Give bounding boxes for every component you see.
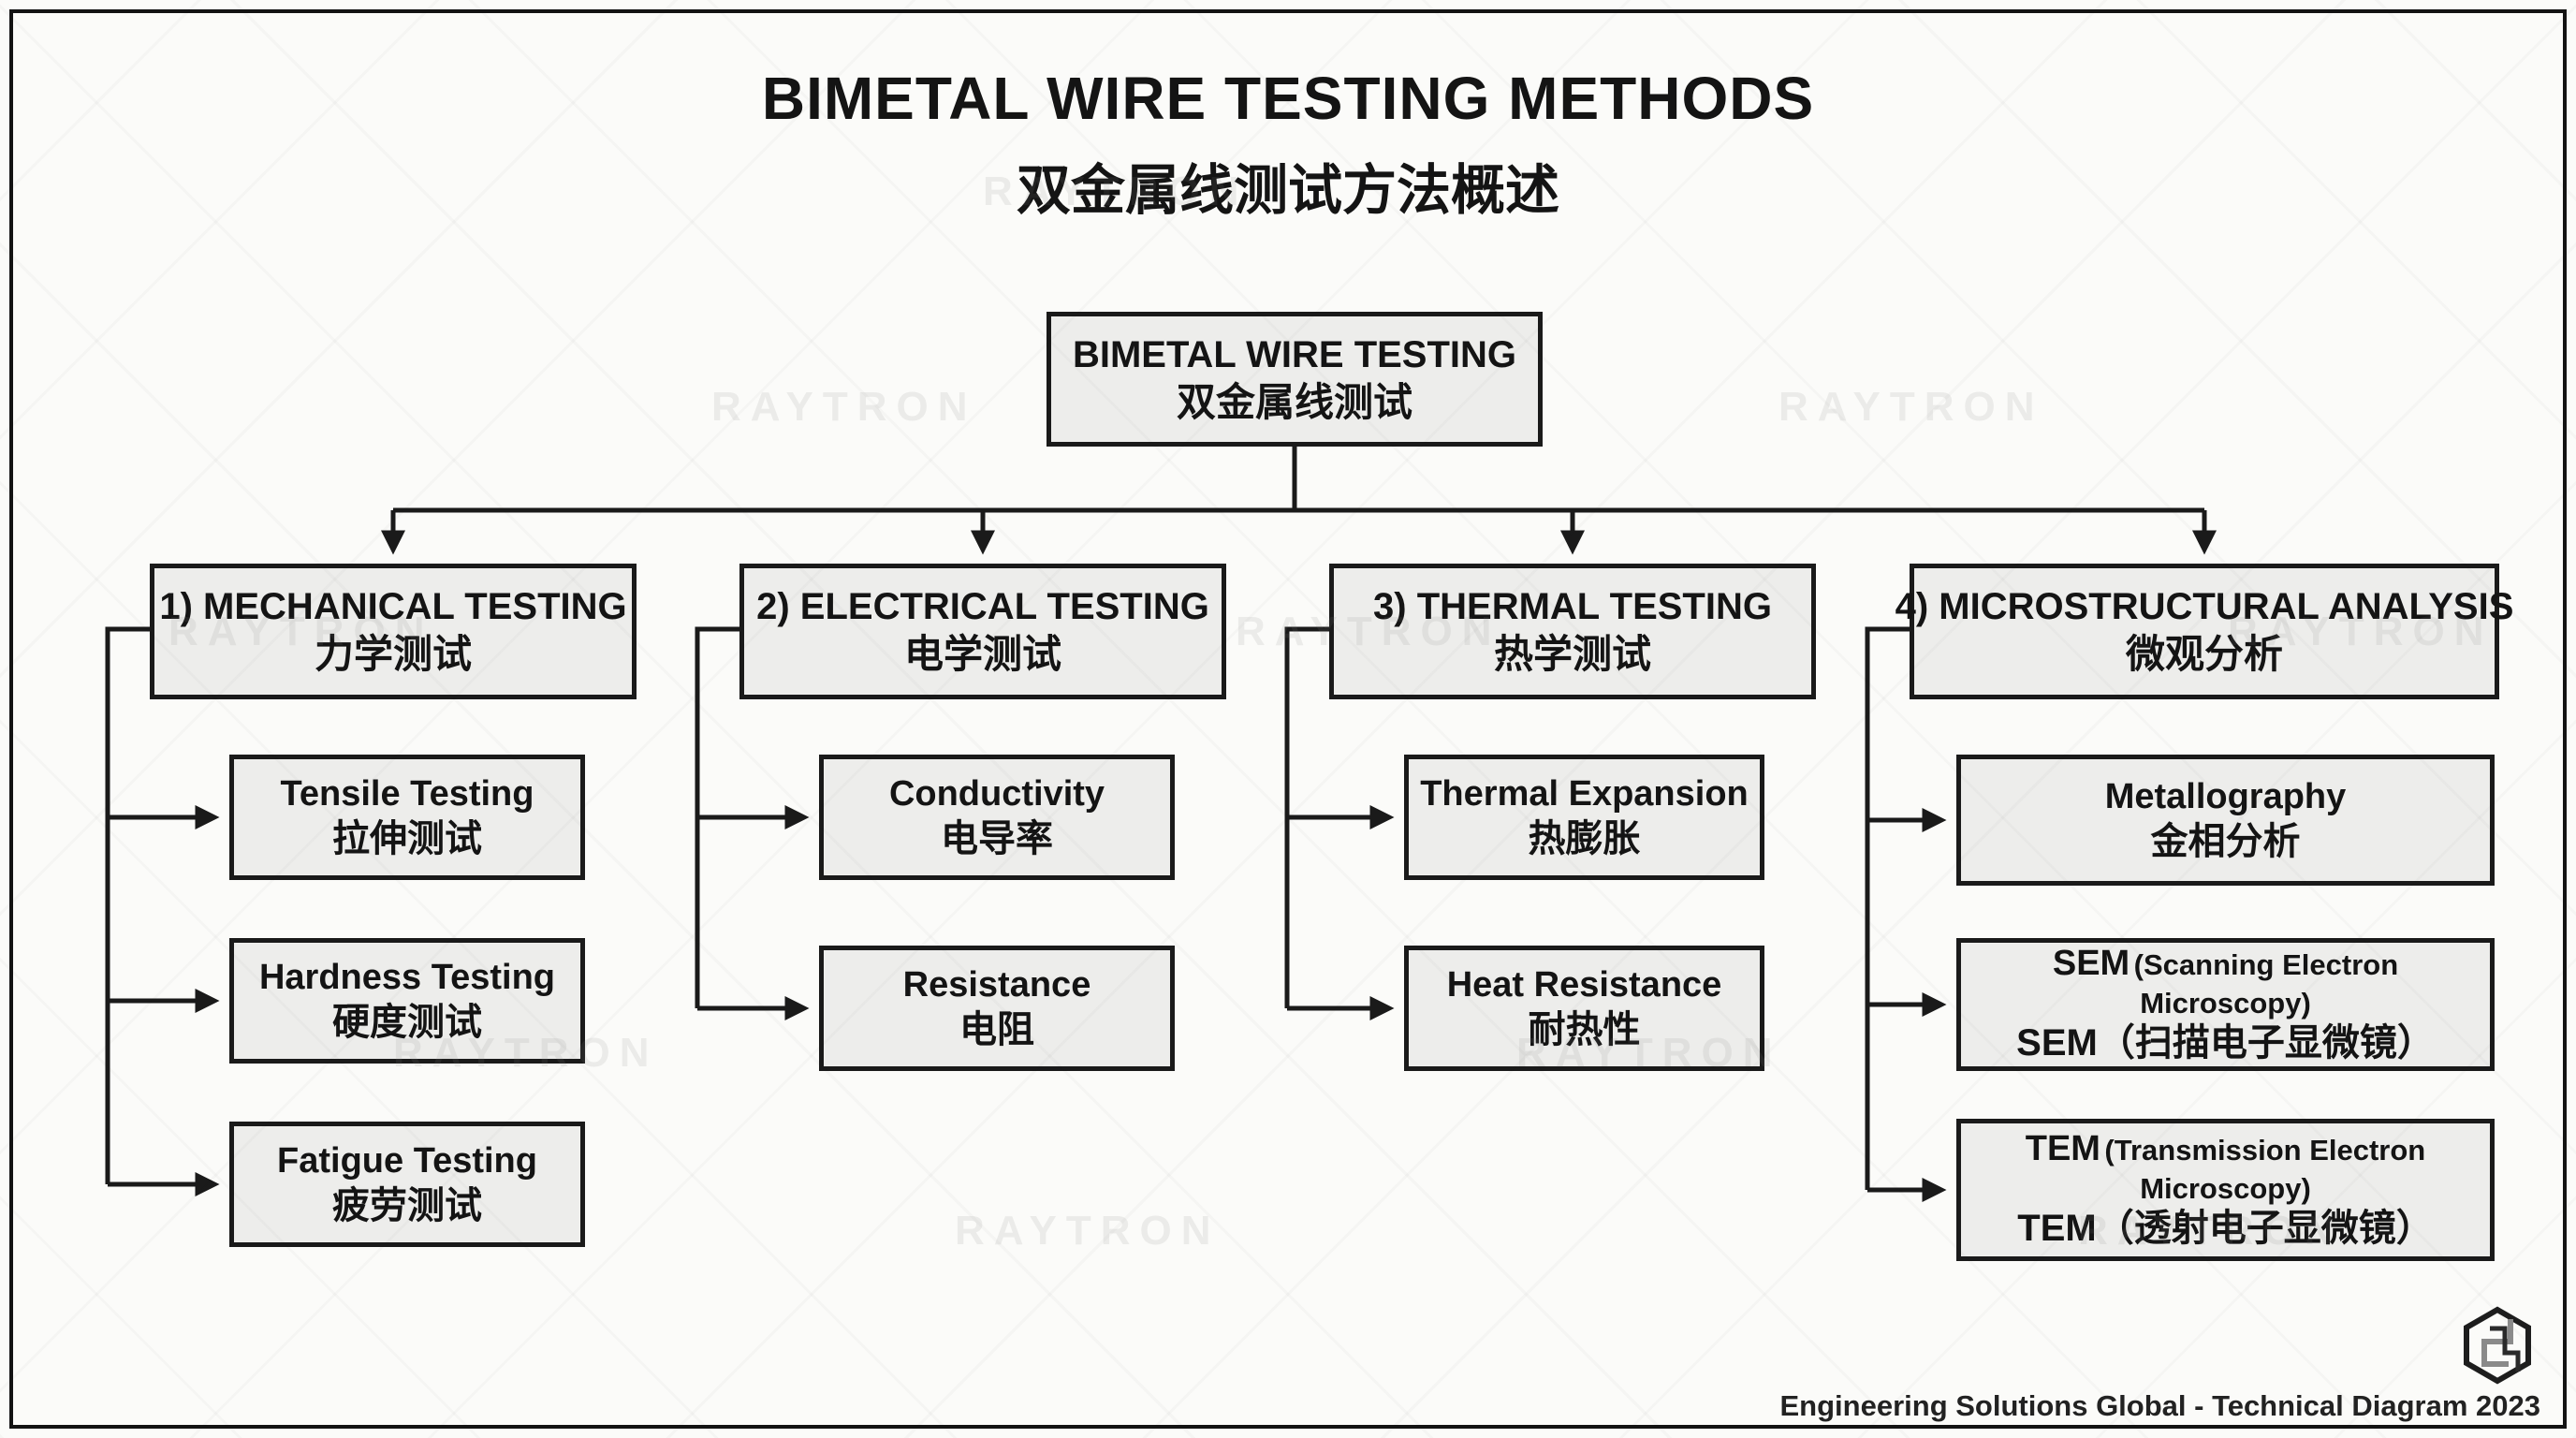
leaf-sem-en-paren: (Scanning Electron Microscopy) <box>2133 948 2399 1020</box>
leaf-heat-resistance-zh: 耐热性 <box>1528 1008 1641 1050</box>
leaf-tem-zh: TEM（透射电子显微镜） <box>2017 1207 2434 1249</box>
leaf-sem-en-main: SEM <box>2052 944 2130 984</box>
leaf-conductivity-zh: 电导率 <box>941 817 1053 859</box>
leaf-tensile-testing-en: Tensile Testing <box>280 774 534 814</box>
leaf-sem-en: SEM (Scanning Electron Microscopy) <box>1970 943 2481 1020</box>
leaf-metallography: Metallography 金相分析 <box>1956 755 2495 886</box>
leaf-tensile-testing: Tensile Testing 拉伸测试 <box>229 755 585 880</box>
leaf-thermal-expansion: Thermal Expansion 热膨胀 <box>1404 755 1764 880</box>
leaf-sem: SEM (Scanning Electron Microscopy) SEM（扫… <box>1956 938 2495 1071</box>
branch-header-mechanical-en: 1) MECHANICAL TESTING <box>159 586 627 628</box>
leaf-fatigue-testing: Fatigue Testing 疲劳测试 <box>229 1122 585 1247</box>
leaf-tensile-testing-zh: 拉伸测试 <box>332 817 482 859</box>
leaf-tem-en-main: TEM <box>2025 1129 2100 1169</box>
leaf-sem-zh: SEM（扫描电子显微镜） <box>2016 1022 2435 1064</box>
branch-header-electrical-en: 2) ELECTRICAL TESTING <box>756 586 1209 628</box>
leaf-metallography-en: Metallography <box>2104 777 2347 817</box>
leaf-thermal-expansion-zh: 热膨胀 <box>1528 817 1641 859</box>
leaf-resistance-en: Resistance <box>902 965 1091 1005</box>
root-node: BIMETAL WIRE TESTING 双金属线测试 <box>1046 312 1543 447</box>
leaf-hardness-testing: Hardness Testing 硬度测试 <box>229 938 585 1064</box>
branch-header-thermal-zh: 热学测试 <box>1493 632 1651 677</box>
leaf-hardness-testing-en: Hardness Testing <box>258 958 556 998</box>
branch-header-electrical-zh: 电学测试 <box>903 632 1061 677</box>
leaf-tem-en: TEM (Transmission Electron Microscopy) <box>1970 1128 2481 1206</box>
leaf-fatigue-testing-en: Fatigue Testing <box>277 1141 537 1181</box>
leaf-conductivity-en: Conductivity <box>888 774 1105 814</box>
branch-header-microstructural-en: 4) MICROSTRUCTURAL ANALYSIS <box>1895 586 2514 628</box>
leaf-tem: TEM (Transmission Electron Microscopy) T… <box>1956 1119 2495 1261</box>
branch-header-microstructural-zh: 微观分析 <box>2125 632 2283 677</box>
leaf-resistance-zh: 电阻 <box>959 1008 1034 1050</box>
branch-header-thermal: 3) THERMAL TESTING 热学测试 <box>1329 564 1816 699</box>
leaf-thermal-expansion-en: Thermal Expansion <box>1420 774 1749 814</box>
footer-credit: Engineering Solutions Global - Technical… <box>1779 1389 2541 1422</box>
branch-header-thermal-en: 3) THERMAL TESTING <box>1373 586 1772 628</box>
branch-header-microstructural: 4) MICROSTRUCTURAL ANALYSIS 微观分析 <box>1895 564 2513 699</box>
branch-header-mechanical: 1) MECHANICAL TESTING 力学测试 <box>150 564 637 699</box>
branch-header-mechanical-zh: 力学测试 <box>314 632 472 677</box>
leaf-metallography-zh: 金相分析 <box>2150 820 2301 862</box>
leaf-tem-en-paren: (Transmission Electron Microscopy) <box>2104 1134 2426 1205</box>
branch-header-electrical: 2) ELECTRICAL TESTING 电学测试 <box>739 564 1226 699</box>
leaf-resistance: Resistance 电阻 <box>819 946 1175 1071</box>
leaf-heat-resistance-en: Heat Resistance <box>1446 965 1722 1005</box>
leaf-conductivity: Conductivity 电导率 <box>819 755 1175 880</box>
root-node-label-en: BIMETAL WIRE TESTING <box>1072 333 1517 375</box>
page-title: BIMETAL WIRE TESTING METHODS 双金属线测试方法概述 <box>0 64 2576 225</box>
root-node-label-zh: 双金属线测试 <box>1176 379 1412 424</box>
leaf-heat-resistance: Heat Resistance 耐热性 <box>1404 946 1764 1071</box>
page-title-zh: 双金属线测试方法概述 <box>1016 160 1559 221</box>
page-title-en: BIMETAL WIRE TESTING METHODS <box>761 65 1815 132</box>
esg-hexagon-logo <box>2462 1306 2533 1389</box>
leaf-hardness-testing-zh: 硬度测试 <box>332 1001 482 1043</box>
leaf-fatigue-testing-zh: 疲劳测试 <box>332 1184 482 1226</box>
